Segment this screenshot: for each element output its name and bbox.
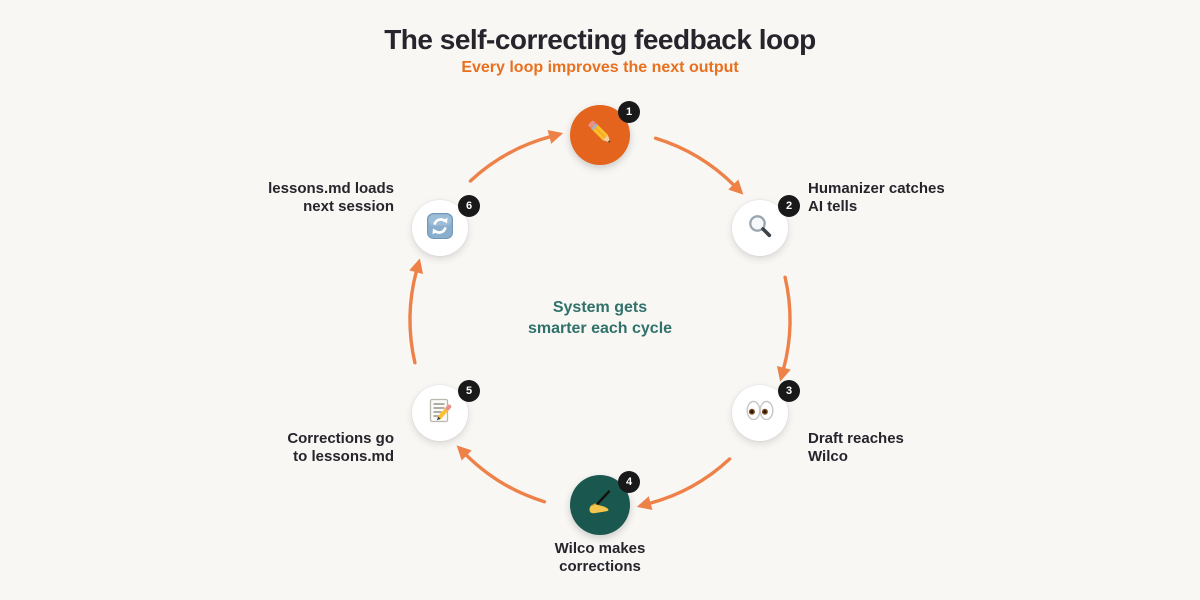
label-step-2: Humanizer catches AI tells (808, 180, 945, 215)
node-step-5: 5 (412, 380, 480, 441)
step-number-badge: 4 (618, 471, 640, 493)
node-step-1: 1 (570, 101, 640, 165)
arrow-step4-to-step5 (456, 445, 547, 504)
magnifier-icon (745, 211, 775, 246)
pencil-icon (583, 116, 617, 155)
arrow-step6-to-step1 (468, 129, 564, 183)
arrow-step3-to-step4 (636, 457, 732, 511)
node-step-4: 4 (570, 471, 640, 535)
label-step-5: Corrections go to lessons.md (287, 430, 394, 465)
step-number-badge: 2 (778, 195, 800, 217)
arrow-step5-to-step6 (408, 258, 424, 365)
step-number-badge: 6 (458, 195, 480, 217)
arrow-step2-to-step3 (776, 275, 792, 382)
step-number-badge: 5 (458, 380, 480, 402)
node-step-3: 3 (732, 380, 800, 441)
writing-hand-icon (584, 487, 616, 524)
step-number-badge: 1 (618, 101, 640, 123)
eyes-icon (744, 397, 776, 429)
label-step-4: Wilco makes corrections (554, 540, 646, 575)
page-title: The self-correcting feedback loop (384, 24, 816, 55)
label-step-3: Draft reaches Wilco (808, 430, 904, 465)
node-step-2: 2 (732, 195, 800, 256)
refresh-icon (426, 212, 454, 245)
memo-icon (425, 396, 455, 431)
arrow-step1-to-step2 (653, 136, 744, 195)
label-step-6: lessons.md loads next session (268, 180, 394, 215)
center-caption: System gets smarter each cycle (527, 299, 673, 337)
page-subtitle: Every loop improves the next output (461, 59, 739, 76)
node-step-6: 6 (412, 195, 480, 256)
step-number-badge: 3 (778, 380, 800, 402)
